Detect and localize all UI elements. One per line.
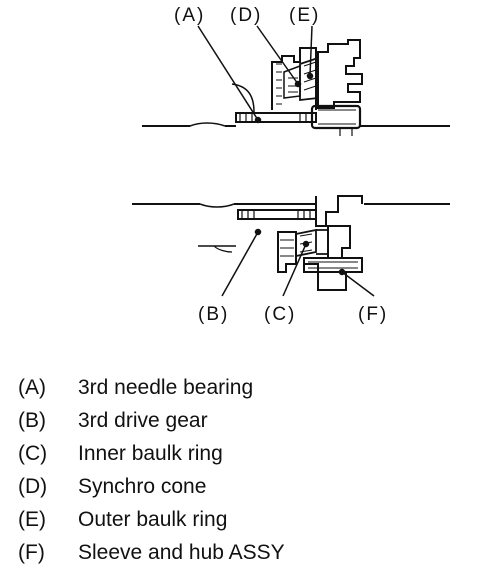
upper-shaft-break	[189, 122, 226, 127]
legend-key: (F)	[18, 541, 45, 564]
synchro-cone-lower	[295, 228, 317, 258]
legend-item: (A) 3rd needle bearing	[18, 371, 488, 404]
legend-key: (A)	[18, 376, 46, 399]
legend-label: Outer baulk ring	[78, 508, 228, 531]
legend-label: Sleeve and hub ASSY	[78, 541, 285, 564]
legend-key: (D)	[18, 475, 48, 498]
leader-c	[282, 243, 307, 297]
leader-d	[256, 25, 299, 85]
legend-item: (B) 3rd drive gear	[18, 404, 488, 437]
upper-assembly	[142, 39, 450, 136]
sleeve-upper	[310, 104, 362, 130]
legend-item: (F) Sleeve and hub ASSY	[18, 536, 488, 569]
legend-label: Synchro cone	[78, 475, 207, 498]
gear-assembly-diagram: (A) (D) (E) (B) (C) (F)	[132, 5, 450, 325]
callout-e: (E)	[289, 5, 320, 26]
legend-item: (E) Outer baulk ring	[18, 503, 488, 536]
sleeve-hub-upper	[317, 39, 363, 109]
callout-f: (F)	[358, 304, 388, 325]
leader-e	[309, 25, 313, 77]
callout-d: (D)	[230, 5, 262, 26]
legend-key: (E)	[18, 508, 46, 531]
drive-gear-upper	[271, 47, 317, 110]
legend-label: 3rd needle bearing	[78, 376, 254, 399]
baulk-ring-lower	[316, 229, 329, 255]
leader-a	[197, 25, 259, 121]
legend-item: (C) Inner baulk ring	[18, 437, 488, 470]
callout-a: (A)	[174, 5, 205, 26]
legend-label: Inner baulk ring	[78, 442, 223, 465]
leader-b	[221, 231, 259, 297]
legend-item: (D) Synchro cone	[18, 470, 488, 503]
leader-lines	[197, 25, 375, 297]
callout-b: (B)	[198, 304, 229, 325]
callout-c: (C)	[264, 304, 296, 325]
legend-key: (C)	[18, 442, 48, 465]
leader-f	[341, 271, 375, 297]
lower-assembly	[132, 195, 450, 291]
needle-bearing-upper	[235, 112, 317, 123]
legend-label: 3rd drive gear	[78, 409, 208, 432]
parts-legend: (A) 3rd needle bearing (B) 3rd drive gea…	[18, 371, 488, 569]
drive-gear-lower	[277, 231, 297, 273]
legend-key: (B)	[18, 409, 46, 432]
